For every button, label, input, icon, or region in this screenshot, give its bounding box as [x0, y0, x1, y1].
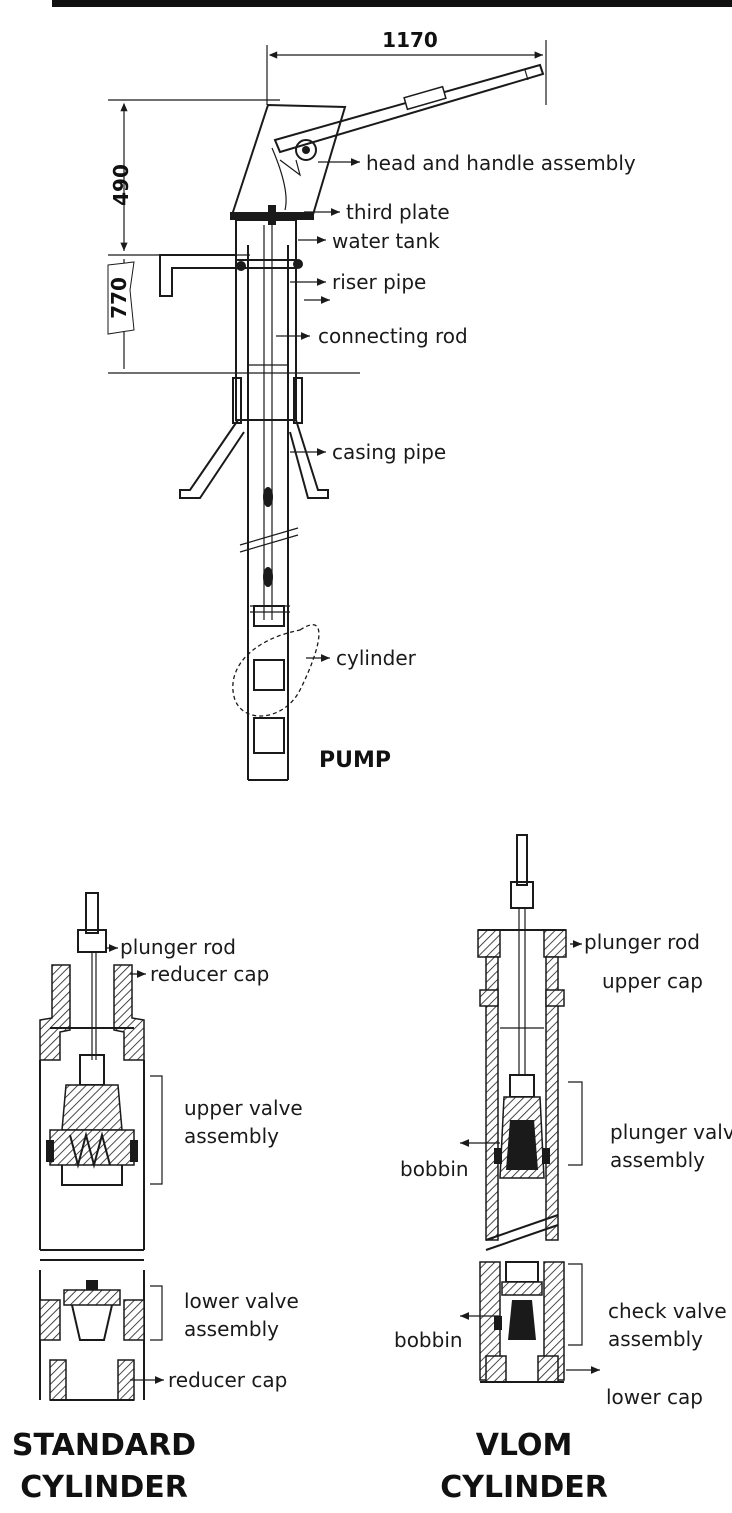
label-vlom-upper-cap: upper cap	[602, 969, 703, 993]
connecting-rod	[239, 225, 299, 620]
label-vlom-lower-cap: lower cap	[606, 1385, 703, 1409]
top-border-rule	[52, 0, 732, 7]
label-std-reducer-cap-top: reducer cap	[150, 962, 269, 986]
pump-head	[230, 103, 347, 225]
standard-title-line1: STANDARD	[12, 1428, 196, 1463]
standard-title-line2: CYLINDER	[20, 1470, 188, 1505]
label-std-plunger-rod: plunger rod	[120, 935, 236, 959]
pedestal	[179, 364, 329, 499]
label-std-lower-valve-2: assembly	[184, 1317, 279, 1341]
label-third-plate: third plate	[346, 200, 450, 224]
standard-cylinder-drawing: plunger rod reducer cap upper valve asse…	[12, 892, 303, 1505]
label-std-lower-valve-1: lower valve	[184, 1289, 299, 1313]
label-vlom-bobbin-1: bobbin	[400, 1157, 469, 1181]
label-connecting-rod: connecting rod	[318, 324, 468, 348]
pump-handle	[273, 63, 545, 154]
dimension-height-label: 490	[109, 164, 133, 206]
label-cylinder: cylinder	[336, 646, 417, 670]
vlom-cylinder-drawing: plunger rod upper cap plunger valv assem…	[394, 834, 732, 1505]
pump-cylinder	[232, 605, 320, 754]
label-vlom-plunger-valve-1: plunger valv	[610, 1120, 732, 1144]
vlom-title-line2: CYLINDER	[440, 1470, 608, 1505]
dimension-height: 490 770	[107, 99, 360, 374]
dimension-partial-label: 770	[107, 277, 131, 319]
label-vlom-plunger-rod: plunger rod	[584, 930, 700, 954]
label-water-tank: water tank	[332, 229, 440, 253]
dimension-width-label: 1170	[382, 28, 438, 52]
label-head-handle: head and handle assembly	[366, 151, 636, 175]
vlom-title-line1: VLOM	[476, 1428, 573, 1463]
label-vlom-bobbin-2: bobbin	[394, 1328, 463, 1352]
label-vlom-check-valve-1: check valve	[608, 1299, 727, 1323]
label-riser-pipe: riser pipe	[332, 270, 426, 294]
pump-title: PUMP	[319, 748, 391, 773]
label-std-upper-valve-1: upper valve	[184, 1096, 303, 1120]
label-vlom-plunger-valve-2: assembly	[610, 1148, 705, 1172]
pump-drawing: 1170 490 770	[107, 28, 636, 781]
label-std-upper-valve-2: assembly	[184, 1124, 279, 1148]
label-casing-pipe: casing pipe	[332, 440, 446, 464]
label-vlom-check-valve-2: assembly	[608, 1327, 703, 1351]
dimension-width: 1170	[266, 28, 547, 105]
water-tank	[235, 219, 303, 421]
spout	[159, 254, 236, 297]
riser-pipe	[247, 245, 289, 781]
label-std-reducer-cap-bottom: reducer cap	[168, 1368, 287, 1392]
